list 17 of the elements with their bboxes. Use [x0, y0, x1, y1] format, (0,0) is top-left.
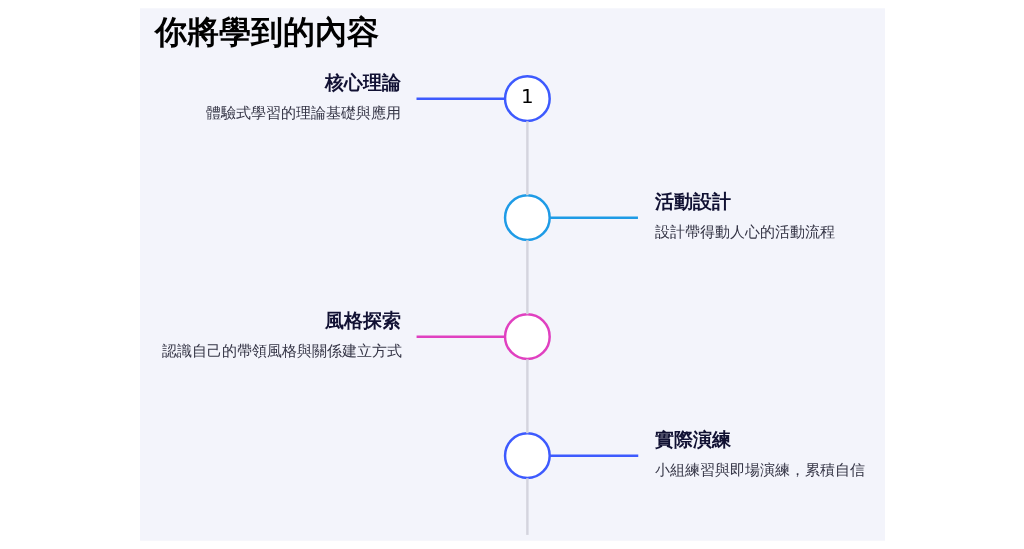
connector [416, 335, 505, 338]
node-text: 核心理論 體驗式學習的理論基礎與應用 [205, 71, 401, 122]
connector [525, 240, 529, 315]
node-circle: 1 [503, 75, 551, 123]
connector [416, 97, 505, 100]
node-text: 活動設計 設計帶得動人心的活動流程 [654, 190, 835, 241]
node-circle [503, 313, 551, 361]
connector [549, 454, 638, 457]
connector [549, 216, 638, 219]
node-text: 風格探索 認識自己的帶領風格與關係建立方式 [161, 309, 402, 360]
connector [525, 478, 529, 535]
node-circle [503, 432, 551, 480]
diagram-title: 你將學到的內容 [154, 12, 379, 51]
node-circle [503, 194, 551, 242]
node-text: 實際演練 小組練習與即場演練，累積自信 [654, 428, 865, 479]
connector [525, 121, 529, 196]
connector [525, 359, 529, 434]
